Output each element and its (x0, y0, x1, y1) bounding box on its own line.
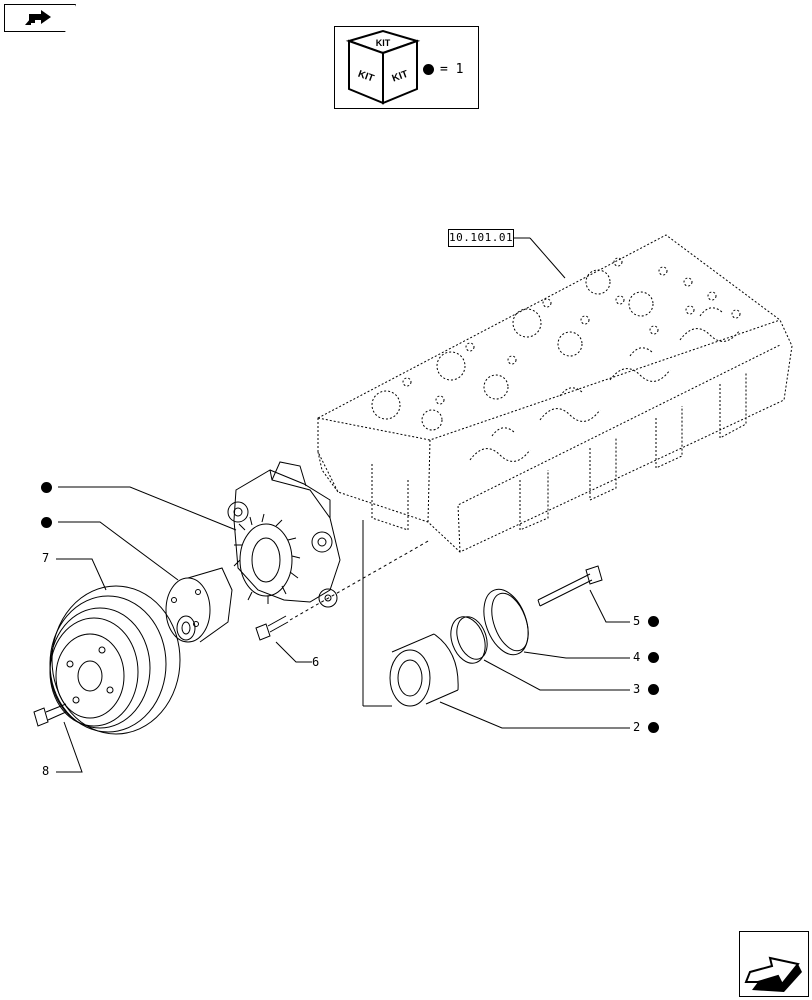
arrow-back-icon (25, 10, 51, 25)
kit-right-label: KIT (391, 69, 410, 85)
leader-item-3 (483, 659, 630, 691)
leader-item-1a (58, 486, 237, 531)
bolt-item-6 (255, 615, 289, 641)
bolt-item-5 (537, 565, 603, 607)
callout-number-8[interactable]: 8 (42, 764, 50, 778)
callout-number-6[interactable]: 6 (312, 655, 320, 669)
previous-page-button[interactable] (4, 4, 76, 32)
leader-item-8 (56, 721, 83, 773)
callout-dot-4 (648, 652, 659, 663)
reference-label[interactable]: 10.101.01 (448, 229, 514, 247)
callout-number-5[interactable]: 5 (633, 614, 641, 628)
callout-number-7[interactable]: 7 (42, 551, 50, 565)
callout-dot-1a[interactable] (41, 482, 52, 493)
callout-number-3[interactable]: 3 (633, 682, 641, 696)
kit-top-label: KIT (376, 38, 391, 48)
snap-ring-item-4 (483, 588, 529, 656)
leader-item-1b (58, 521, 179, 581)
kit-legend: KIT KIT KIT (334, 26, 479, 109)
bearing-item-2 (389, 633, 459, 707)
cylinder-head (317, 234, 793, 553)
leader-item-2 (439, 701, 630, 729)
legend-quantity: = 1 (440, 62, 464, 77)
pump-housing (227, 461, 341, 608)
leader-item-5 (589, 589, 630, 623)
axis-line (289, 539, 431, 621)
leader-item-4 (523, 651, 630, 659)
callout-dot-3 (648, 684, 659, 695)
leader-item-6 (275, 641, 312, 663)
callout-dot-5 (648, 616, 659, 627)
callout-dot-1b[interactable] (41, 517, 52, 528)
kit-left-label: KIT (356, 69, 375, 85)
kit-cube-icon: KIT KIT KIT (345, 29, 421, 105)
leader-item-7 (56, 558, 107, 591)
pulley (49, 585, 181, 735)
callout-number-4[interactable]: 4 (633, 650, 641, 664)
washer-item-3 (450, 616, 488, 664)
callout-number-2[interactable]: 2 (633, 720, 641, 734)
next-page-button[interactable] (739, 931, 809, 997)
legend-dot-icon (423, 64, 434, 75)
arrow-forward-icon (744, 956, 802, 992)
pump-hub (165, 567, 233, 643)
bolt-item-8 (33, 703, 67, 727)
callout-dot-2 (648, 722, 659, 733)
